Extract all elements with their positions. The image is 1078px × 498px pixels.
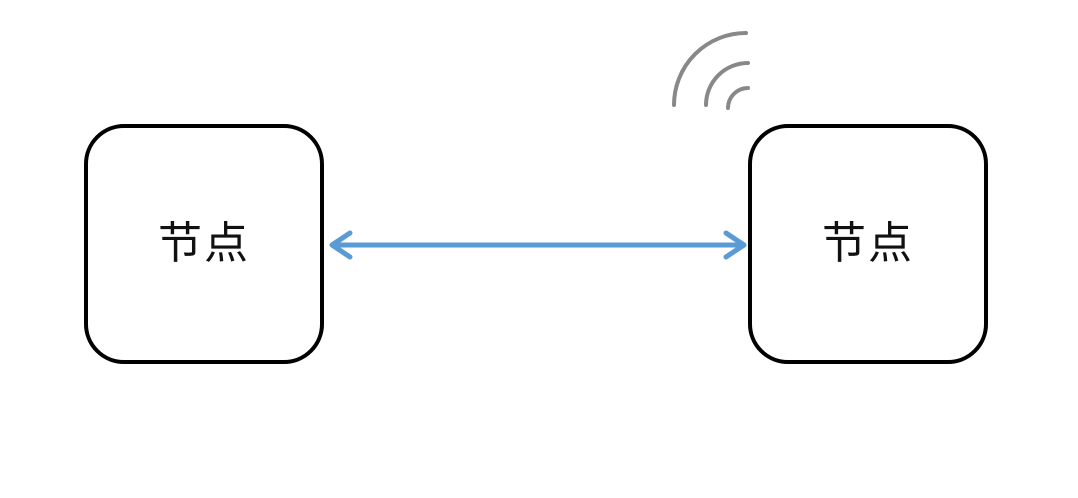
bidirectional-arrow (329, 230, 747, 260)
node-left: 节点 (84, 124, 324, 364)
wifi-signal-icon (672, 31, 750, 110)
node-right: 节点 (748, 124, 988, 364)
node-right-label: 节点 (822, 218, 914, 269)
node-left-label: 节点 (158, 218, 250, 269)
